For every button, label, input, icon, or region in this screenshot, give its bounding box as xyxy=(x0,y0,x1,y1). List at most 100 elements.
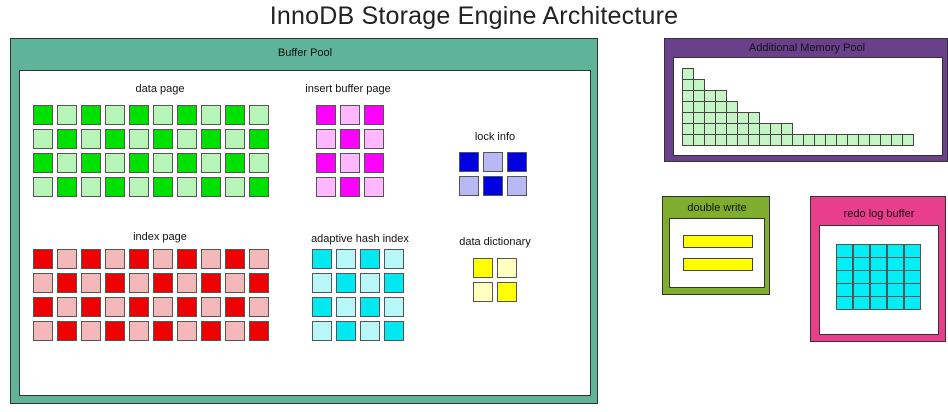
memory-page-cell xyxy=(249,273,269,293)
memory-page-cell xyxy=(225,321,245,341)
memory-page-cell xyxy=(483,152,503,172)
redo-log-buffer-content xyxy=(819,225,939,335)
adaptive-hash-index-grid xyxy=(312,249,404,341)
redo-log-cell xyxy=(904,283,921,297)
additional-memory-pool-label: Additional Memory Pool xyxy=(748,42,866,54)
memory-page-cell xyxy=(33,321,53,341)
data-page-grid xyxy=(33,105,269,197)
memory-page-cell xyxy=(249,249,269,269)
memory-page-cell xyxy=(364,129,384,149)
memory-page-cell xyxy=(201,177,221,197)
memory-page-cell xyxy=(249,105,269,125)
memory-page-cell xyxy=(153,321,173,341)
data-dictionary-label: data dictionary xyxy=(459,236,531,248)
redo-log-cell xyxy=(887,244,904,258)
redo-log-cell xyxy=(887,257,904,271)
redo-log-cell xyxy=(904,257,921,271)
memory-page-cell xyxy=(105,249,125,269)
memory-page-cell xyxy=(312,249,332,269)
memory-page-cell xyxy=(249,129,269,149)
adaptive-hash-index-label: adaptive hash index xyxy=(311,233,409,245)
lock-info-grid xyxy=(459,152,527,196)
memory-page-cell xyxy=(201,321,221,341)
double-write-label: double write xyxy=(687,202,747,214)
memory-page-cell xyxy=(177,153,197,173)
memory-page-cell xyxy=(225,177,245,197)
memory-page-cell xyxy=(201,249,221,269)
memory-page-cell xyxy=(57,129,77,149)
redo-log-cell xyxy=(870,283,887,297)
memory-page-cell xyxy=(249,321,269,341)
memory-page-cell xyxy=(57,297,77,317)
memory-page-cell xyxy=(340,153,360,173)
redo-log-cell xyxy=(836,283,853,297)
memory-block-column xyxy=(902,134,914,146)
memory-page-cell xyxy=(105,297,125,317)
memory-page-cell xyxy=(364,177,384,197)
memory-page-cell xyxy=(33,153,53,173)
redo-log-cell xyxy=(870,270,887,284)
memory-page-cell xyxy=(384,249,404,269)
additional-memory-pool-panel: Additional Memory Pool xyxy=(664,38,948,162)
additional-memory-pool-content xyxy=(673,57,943,156)
memory-page-cell xyxy=(473,282,493,302)
memory-page-cell xyxy=(507,152,527,172)
memory-page-cell xyxy=(473,258,493,278)
memory-page-cell xyxy=(57,249,77,269)
buffer-pool-label: Buffer Pool xyxy=(277,47,333,59)
redo-log-cell xyxy=(870,257,887,271)
memory-page-cell xyxy=(129,105,149,125)
memory-page-cell xyxy=(33,297,53,317)
memory-page-cell xyxy=(153,153,173,173)
memory-page-cell xyxy=(129,177,149,197)
memory-page-cell xyxy=(129,297,149,317)
redo-log-cell xyxy=(853,296,870,310)
redo-log-buffer-panel: redo log buffer xyxy=(810,196,946,342)
memory-page-cell xyxy=(340,105,360,125)
redo-log-cell xyxy=(870,296,887,310)
memory-page-cell xyxy=(336,249,356,269)
memory-page-cell xyxy=(57,321,77,341)
memory-page-cell xyxy=(105,321,125,341)
memory-page-cell xyxy=(312,273,332,293)
redo-log-cell xyxy=(853,257,870,271)
memory-block-column xyxy=(770,123,782,146)
memory-page-cell xyxy=(312,297,332,317)
memory-block-column xyxy=(781,123,793,146)
memory-page-cell xyxy=(177,273,197,293)
memory-page-cell xyxy=(81,177,101,197)
memory-page-cell xyxy=(105,153,125,173)
double-write-content xyxy=(669,218,765,288)
index-page-grid xyxy=(33,249,269,341)
memory-page-cell xyxy=(336,321,356,341)
memory-page-cell xyxy=(360,273,380,293)
memory-page-cell xyxy=(384,321,404,341)
memory-page-cell xyxy=(225,297,245,317)
redo-log-cell xyxy=(887,296,904,310)
memory-page-cell xyxy=(459,176,479,196)
memory-page-cell xyxy=(81,297,101,317)
double-write-buffer-2 xyxy=(683,258,753,271)
insert-buffer-page-label: insert buffer page xyxy=(305,83,391,95)
memory-page-cell xyxy=(81,153,101,173)
memory-page-cell xyxy=(33,105,53,125)
memory-page-cell xyxy=(57,105,77,125)
diagram-title: InnoDB Storage Engine Architecture xyxy=(269,2,679,30)
memory-page-cell xyxy=(153,177,173,197)
memory-page-cell xyxy=(201,273,221,293)
memory-page-cell xyxy=(177,249,197,269)
memory-page-cell xyxy=(81,129,101,149)
data-dictionary-grid xyxy=(473,258,517,302)
memory-page-cell xyxy=(153,273,173,293)
memory-page-cell xyxy=(459,152,479,172)
memory-page-cell xyxy=(177,105,197,125)
redo-log-cell xyxy=(887,270,904,284)
memory-page-cell xyxy=(384,273,404,293)
insert-buffer-page-grid xyxy=(316,105,384,197)
memory-block-column xyxy=(693,79,705,146)
memory-page-cell xyxy=(129,321,149,341)
memory-block xyxy=(902,134,914,146)
memory-page-cell xyxy=(336,273,356,293)
memory-page-cell xyxy=(249,177,269,197)
memory-page-cell xyxy=(153,129,173,149)
